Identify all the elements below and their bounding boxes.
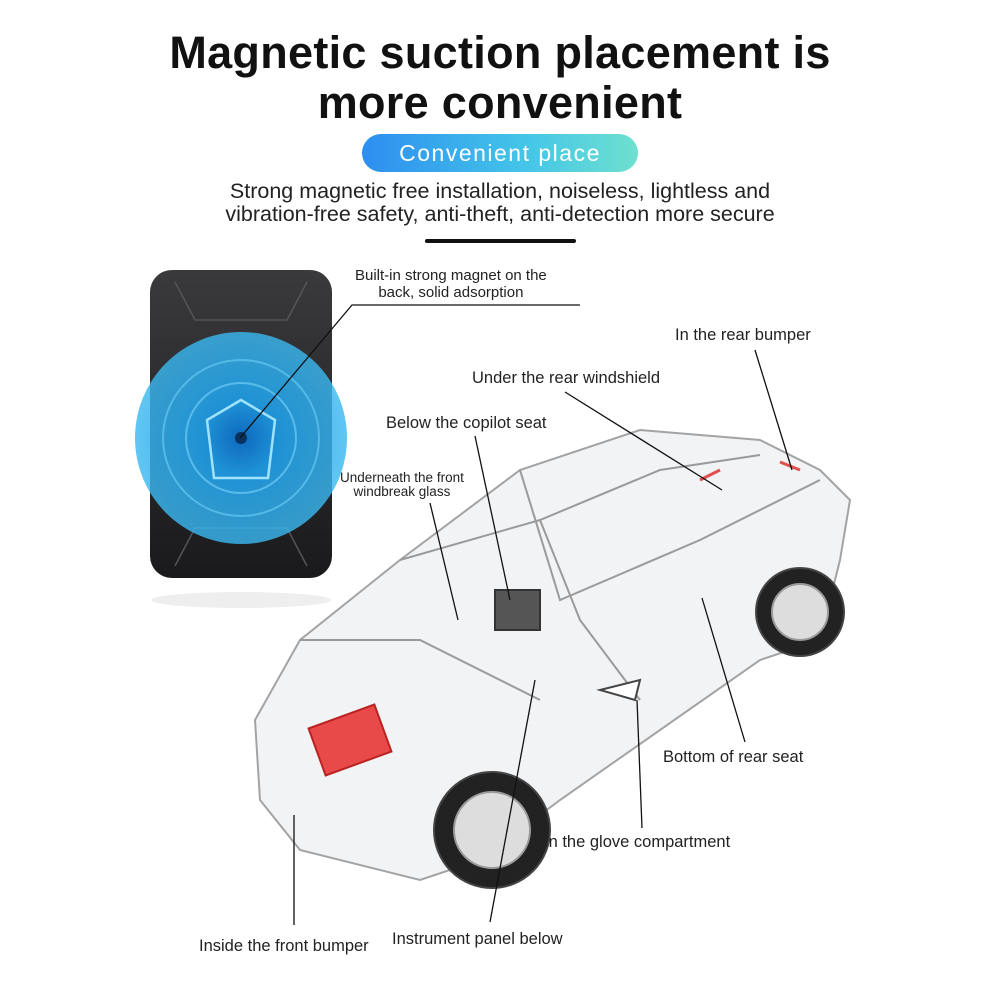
label-front-bumper: Inside the front bumper [199, 937, 369, 955]
convenient-place-badge: Convenient place [362, 134, 638, 172]
label-glove-compartment: In the glove compartment [544, 833, 731, 851]
subtitle: Strong magnetic free installation, noise… [225, 179, 775, 226]
leader-lines [239, 304, 793, 925]
car-illustration [253, 428, 852, 889]
magnet-icon [135, 332, 347, 544]
label-instrument-panel: Instrument panel below [392, 930, 563, 948]
label-rear-bumper: In the rear bumper [675, 326, 811, 344]
label-rear-windshield: Under the rear windshield [472, 369, 661, 387]
divider [425, 239, 576, 243]
label-rear-seat: Bottom of rear seat [663, 748, 804, 766]
label-copilot-seat: Below the copilot seat [386, 414, 547, 432]
